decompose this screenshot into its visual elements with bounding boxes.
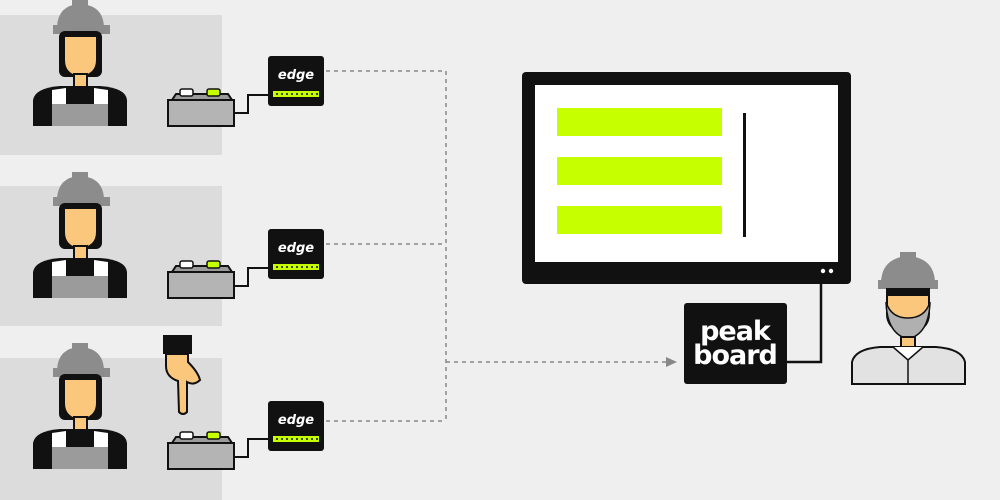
- station-1: edge: [32, 0, 324, 127]
- button-box-1-icon: [167, 88, 235, 127]
- edge-label: edge: [278, 68, 314, 83]
- station-3: edge: [32, 342, 324, 470]
- monitor-cable: [786, 284, 823, 364]
- station-1-panel: [0, 15, 222, 155]
- edge-device-3-icon: edge: [268, 401, 324, 451]
- network-connectors: [326, 70, 666, 422]
- supervisor-icon: [851, 252, 966, 385]
- edge-device-2-icon: edge: [268, 229, 324, 279]
- edge-label: edge: [278, 413, 314, 428]
- arrow-head-icon: [666, 357, 677, 367]
- button-box-3-icon: [167, 431, 235, 470]
- edge-label: edge: [278, 241, 314, 256]
- peakboard-box-icon: peak board: [684, 303, 787, 384]
- pointing-hand-icon: [163, 335, 202, 415]
- screen-bar-2: [557, 157, 722, 185]
- screen-bar-3: [557, 206, 722, 234]
- edge-device-1-icon: edge: [268, 56, 324, 106]
- screen-bar-1: [557, 108, 722, 136]
- button-box-2-icon: [167, 260, 235, 299]
- monitor-icon: [522, 72, 851, 284]
- peakboard-label-line2: board: [693, 340, 777, 371]
- station-2: edge: [32, 171, 324, 299]
- screen-divider: [743, 113, 746, 237]
- peakboard-label-line1: peak: [700, 316, 772, 347]
- station-2-panel: [0, 186, 222, 326]
